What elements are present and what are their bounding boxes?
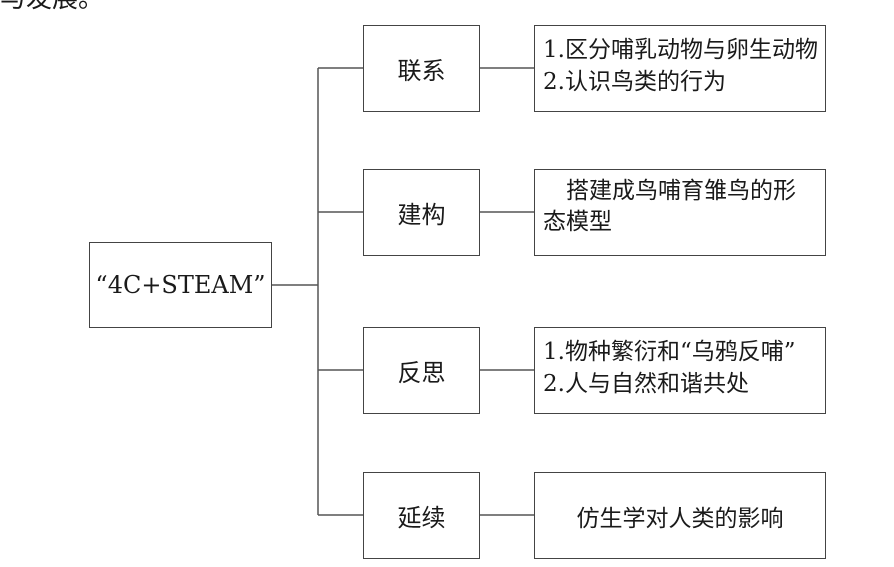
detail-text: 搭建成鸟哺育雏鸟的形态模型 (543, 178, 796, 235)
detail-node-jiangou: 搭建成鸟哺育雏鸟的形态模型 (534, 169, 826, 256)
root-node: “4C+STEAM” (89, 242, 272, 328)
top-text-fragment: 与发展。 (0, 0, 104, 12)
detail-line: 2.认识鸟类的行为 (543, 69, 726, 95)
detail-line: 1.物种繁衍和“乌鸦反哺” (543, 339, 796, 365)
category-label: 联系 (397, 57, 446, 85)
root-label: “4C+STEAM” (95, 271, 266, 299)
detail-node-yanxu: 仿生学对人类的影响 (534, 472, 826, 559)
category-label: 延续 (397, 504, 446, 532)
category-node-lianxi: 联系 (363, 25, 480, 112)
category-label: 建构 (397, 201, 446, 229)
category-label: 反思 (397, 359, 446, 387)
category-node-fansi: 反思 (363, 327, 480, 414)
detail-line: 1.区分哺乳动物与卵生动物 (543, 37, 818, 63)
detail-text: 仿生学对人类的影响 (576, 505, 784, 532)
detail-line: 2.人与自然和谐共处 (543, 371, 749, 397)
category-node-yanxu: 延续 (363, 472, 480, 559)
detail-node-lianxi: 1.区分哺乳动物与卵生动物 2.认识鸟类的行为 (534, 25, 826, 112)
category-node-jiangou: 建构 (363, 169, 480, 256)
detail-node-fansi: 1.物种繁衍和“乌鸦反哺” 2.人与自然和谐共处 (534, 327, 826, 414)
